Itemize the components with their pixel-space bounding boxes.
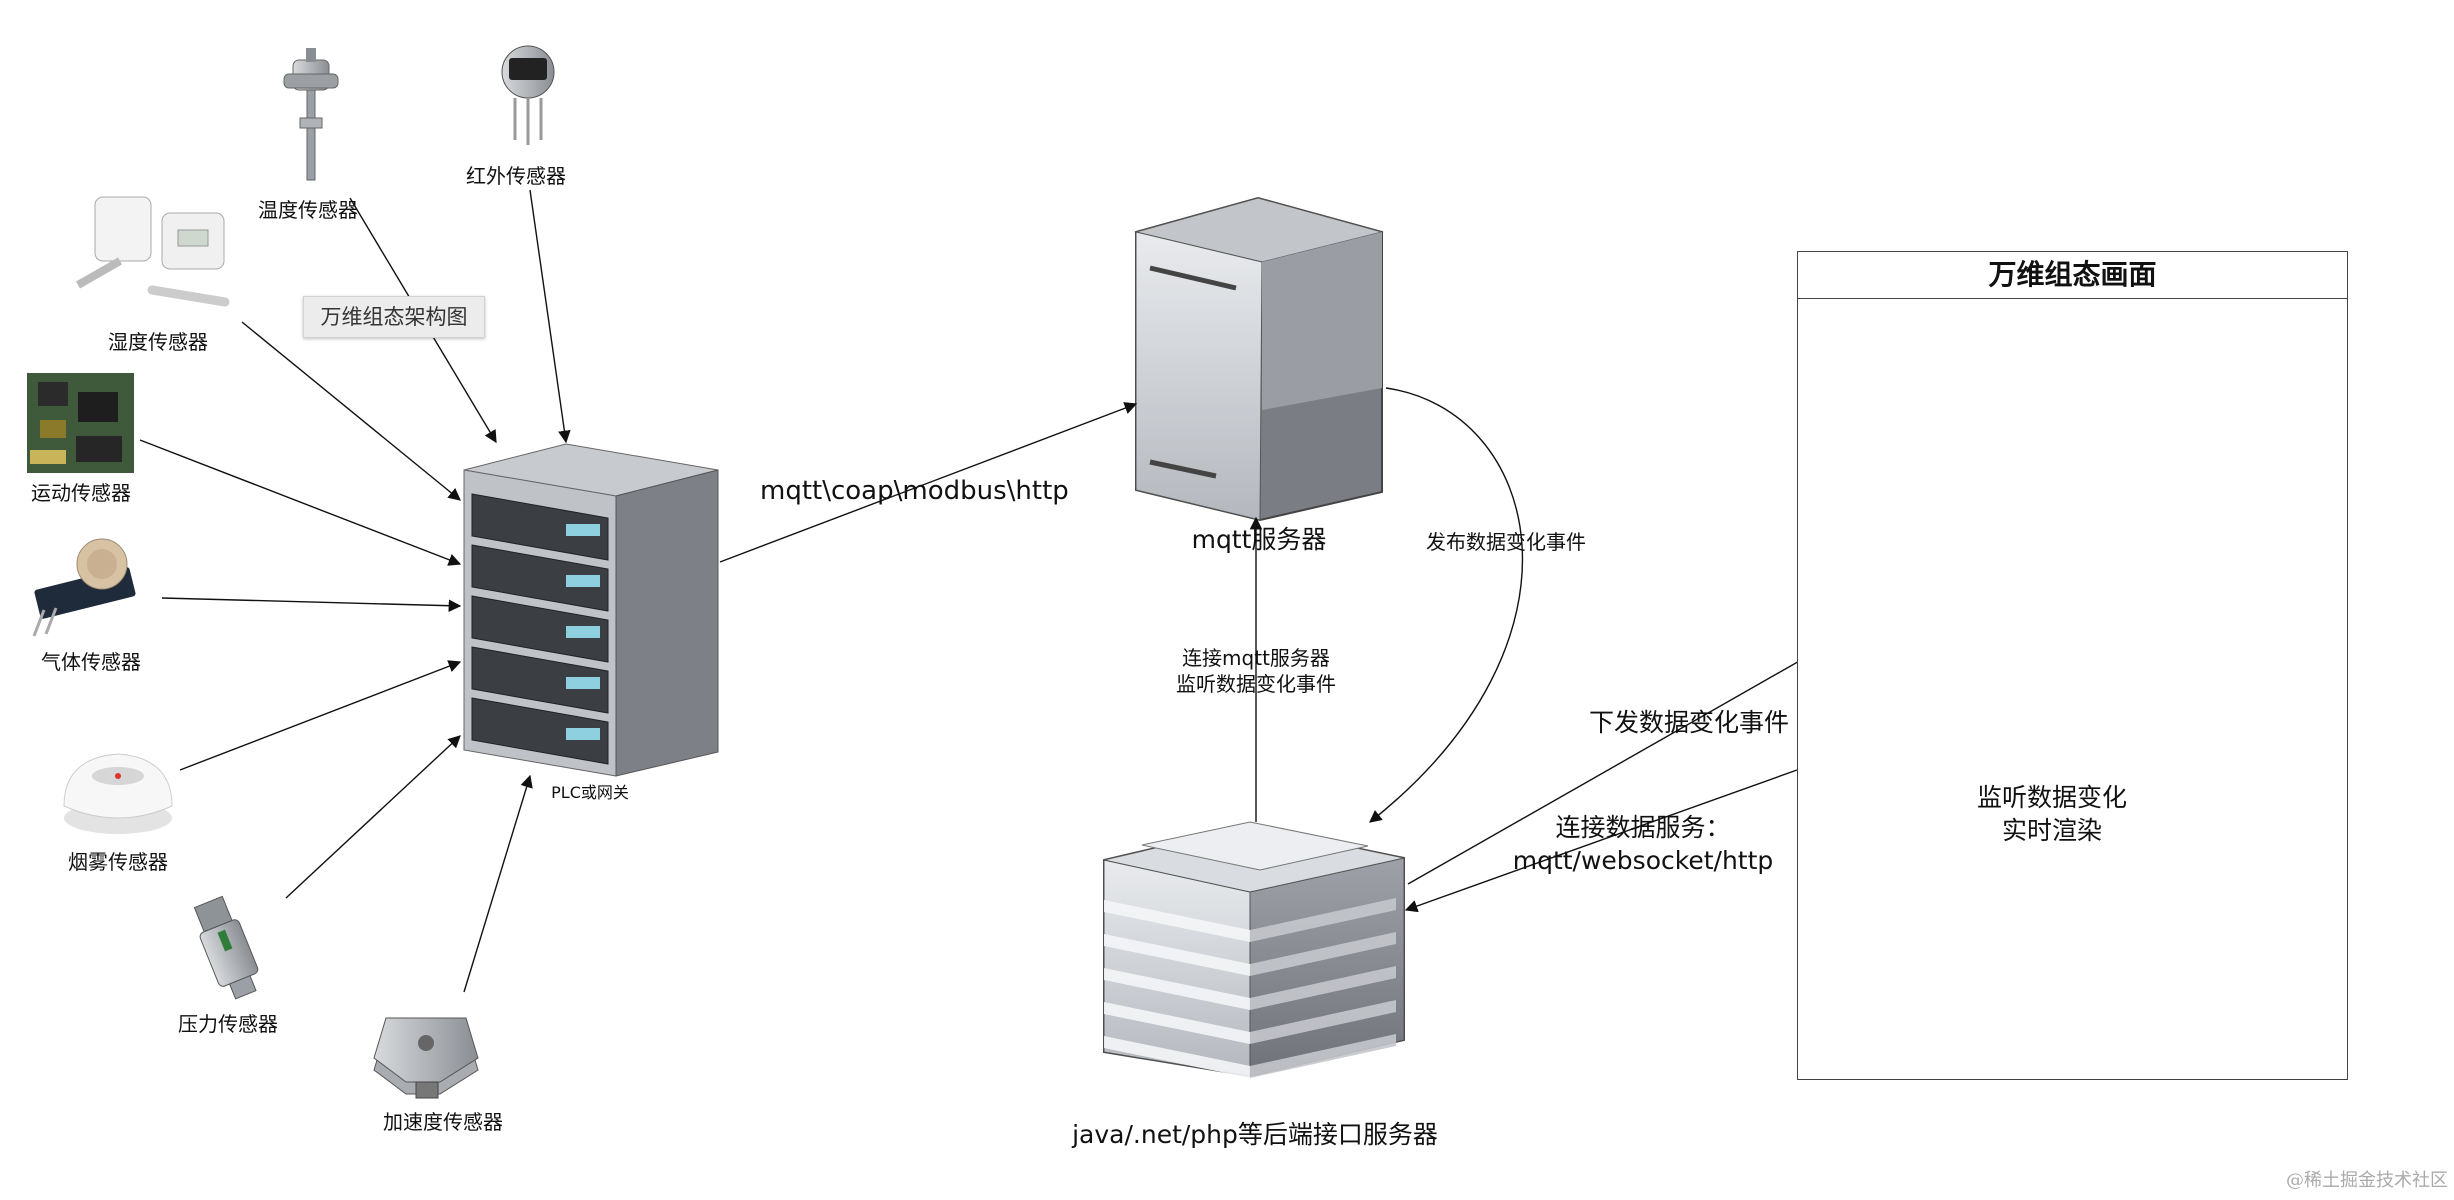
rack-indicator — [566, 524, 600, 536]
edge-gas-to-plc — [161, 597, 462, 612]
server-band — [1250, 966, 1396, 1010]
gas-sensor-label: 气体传感器 — [41, 650, 141, 674]
edge-plc-to-mqtt — [719, 402, 1138, 563]
edge-pressure-to-plc — [285, 735, 461, 899]
client-panel-title: 万维组态画面 — [1798, 252, 2347, 299]
infrared-sensor-icon — [501, 45, 555, 145]
smoke-sensor-label: 烟雾传感器 — [68, 850, 168, 874]
rack-indicator — [566, 575, 600, 587]
pressure-sensor-label: 压力传感器 — [178, 1012, 278, 1036]
rack-indicator — [566, 728, 600, 740]
edge-accel-to-plc — [463, 774, 533, 993]
server-band — [1104, 1036, 1250, 1078]
edge-motion-to-plc — [139, 439, 462, 566]
server-band — [1104, 900, 1250, 942]
accelerometer-label: 加速度传感器 — [383, 1110, 503, 1134]
rack-bay — [471, 493, 609, 561]
server-band — [1250, 1034, 1396, 1078]
connect-service-label: 连接数据服务： mqtt/websocket/http — [1512, 813, 1774, 875]
rack-indicator — [566, 626, 600, 638]
server-band — [1250, 1000, 1396, 1044]
client-panel: 万维组态画面 — [1797, 251, 2348, 1080]
edge-mqtt-publish — [1369, 387, 1524, 823]
humidity-sensor-icon — [76, 196, 230, 307]
push-event-label: 下发数据变化事件 — [1589, 708, 1790, 737]
server-band — [1250, 932, 1396, 976]
protocol-label: mqtt\coap\modbus\http — [760, 476, 1069, 506]
edge-client-to-backend — [1404, 769, 1798, 913]
infrared-sensor-label: 红外传感器 — [466, 164, 566, 188]
server-band — [1104, 968, 1250, 1010]
edge-infrared-to-plc — [529, 189, 571, 444]
thermocouple-icon — [283, 48, 339, 181]
edge-smoke-to-plc — [179, 660, 462, 771]
motion-sensor-icon — [27, 373, 134, 473]
smoke-detector-icon — [63, 753, 173, 834]
gas-sensor-icon — [32, 538, 136, 637]
publish-event-label: 发布数据变化事件 — [1426, 530, 1586, 554]
diagram-title-tag: 万维组态架构图 — [303, 296, 485, 338]
edge-humidity-to-plc — [241, 321, 461, 501]
server-band — [1104, 1002, 1250, 1044]
backend-server-icon — [1103, 821, 1405, 1078]
client-panel-description: 监听数据变化 实时渲染 — [1976, 783, 2128, 845]
accelerometer-icon — [373, 1017, 479, 1099]
mqtt-server-label: mqtt服务器 — [1191, 525, 1327, 554]
rack-bay — [471, 646, 609, 714]
pressure-sensor-icon — [193, 895, 259, 1000]
temperature-sensor-label: 温度传感器 — [258, 198, 358, 222]
backend-server-label: java/.net/php等后端接口服务器 — [1072, 1120, 1438, 1149]
watermark: @稀土掘金技术社区 — [2286, 1170, 2448, 1191]
server-band — [1250, 898, 1396, 942]
subscribe-label: 连接mqtt服务器 监听数据变化事件 — [1176, 646, 1336, 696]
humidity-sensor-label: 湿度传感器 — [108, 330, 208, 354]
rack-indicator — [566, 677, 600, 689]
server-band — [1104, 934, 1250, 976]
rack-bay — [471, 697, 609, 765]
plc-gateway-label: PLC或网关 — [551, 783, 629, 802]
plc-gateway-icon — [463, 443, 719, 777]
motion-sensor-label: 运动传感器 — [31, 481, 131, 505]
mqtt-server-icon — [1134, 196, 1384, 522]
rack-bay — [471, 595, 609, 663]
connector-lines — [139, 189, 1926, 993]
rack-bay — [471, 544, 609, 612]
